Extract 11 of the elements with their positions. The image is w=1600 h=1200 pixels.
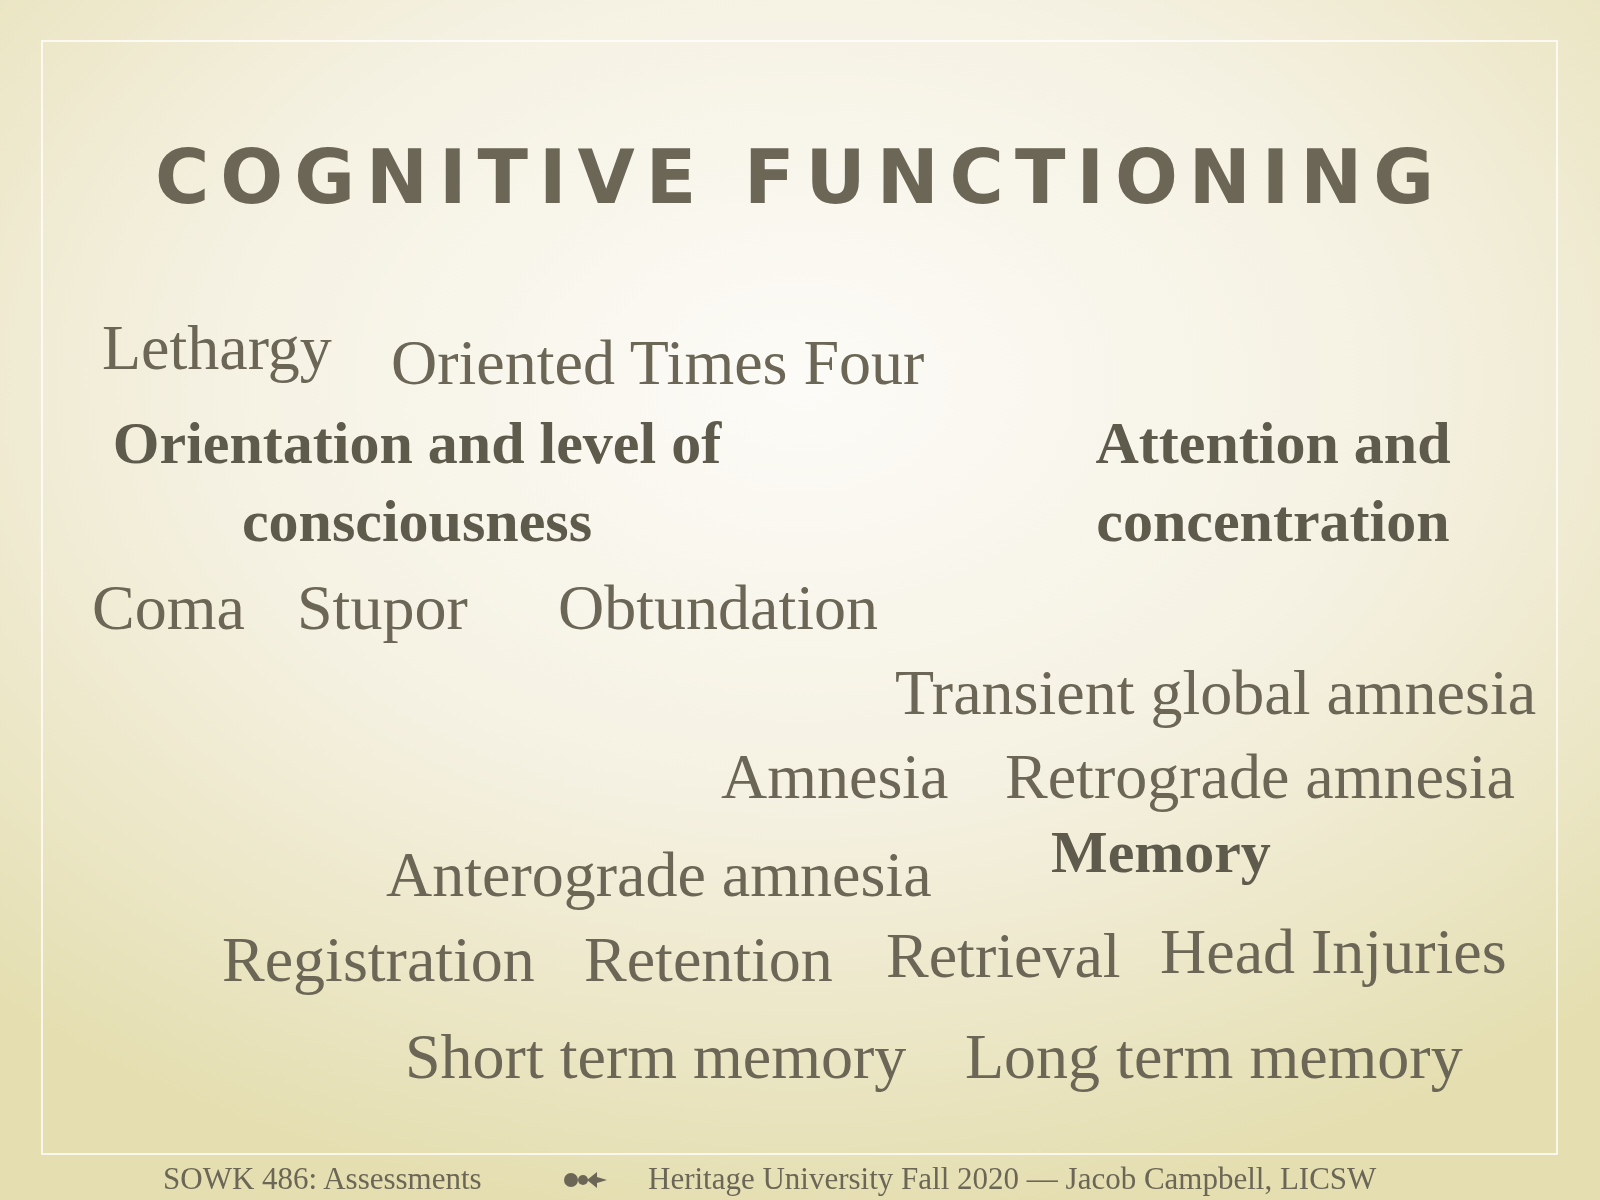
slide-title: COGNITIVE FUNCTIONING	[154, 140, 1446, 214]
term-text: Retention	[584, 928, 833, 992]
footer-text: Heritage University Fall 2020 — Jacob Campbell, LICSW	[648, 1163, 1377, 1194]
heading-term: Orientation and level of consciousness	[111, 409, 723, 556]
term-text: Coma	[92, 576, 245, 640]
heading-term: Attention and concentration	[1094, 409, 1452, 556]
term-text: Obtundation	[558, 576, 878, 640]
term-text: Oriented Times Four	[391, 331, 925, 395]
term-text: Amnesia	[721, 745, 949, 809]
term-text: Retrieval	[886, 924, 1121, 988]
footer-text: SOWK 486: Assessments	[163, 1163, 482, 1194]
